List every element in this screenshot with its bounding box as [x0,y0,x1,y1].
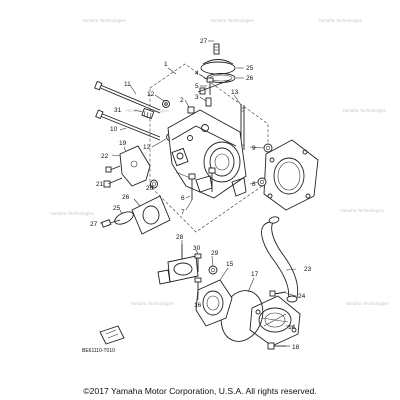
watermark-text: Yamaha Technologies [342,108,387,113]
callout-21: 21 [96,181,104,188]
callout-19: 19 [119,140,127,147]
callout-20: 20 [146,185,154,192]
callout-26b: 26 [122,194,130,201]
small-bolt-24 [269,290,287,297]
callout-18: 18 [292,344,300,351]
callout-12: 12 [147,91,155,98]
callout-5: 5 [195,83,199,90]
stamped-label-plate [99,325,125,345]
valve-components [187,77,231,114]
callout-6: 6 [181,195,185,202]
copyright-notice: ©2017 Yamaha Motor Corporation, U.S.A. A… [83,386,317,396]
callout-26: 26 [246,75,254,82]
callout-28: 28 [176,234,184,241]
callout-29: 29 [211,250,219,257]
coolant-hose [261,216,299,303]
watermark-text: Yamaha Technologies [210,18,255,23]
callout-27b: 27 [90,221,98,228]
callout-11: 11 [124,81,131,88]
callout-17: 17 [251,271,259,278]
callout-14: 14 [288,324,296,331]
watermark-text: Yamaha Technologies [345,301,390,306]
callout-30: 30 [193,245,201,252]
callout-31: 31 [114,107,122,114]
callout-25: 25 [246,65,254,72]
callout-10: 10 [110,126,118,133]
watermark-text: Yamaha Technologies [82,18,127,23]
thermostat-plate [195,279,233,327]
callout-22: 22 [101,153,109,160]
callout-13: 13 [231,89,239,96]
callout-labels: 1 2 3 4 5 6 7 8 9 10 11 12 12 13 14 15 1… [90,38,312,351]
watermark-text: Yamaha Technologies [50,211,95,216]
callout-7: 7 [181,209,185,216]
diagram-code: BE61110-T010 [82,348,115,354]
callout-9: 9 [252,145,256,152]
cylinder-gasket [257,139,319,211]
leader-lines [100,40,297,347]
lower-fittings [157,244,218,294]
watermark-text: Yamaha Technologies [318,18,363,23]
callout-4: 4 [195,70,199,77]
callout-23: 23 [304,266,312,273]
callout-25b: 25 [113,205,121,212]
callout-24: 24 [298,293,306,300]
callout-2: 2 [180,97,184,104]
bracket-assembly [103,145,158,189]
callout-1: 1 [164,61,168,68]
callout-3: 3 [195,94,199,101]
callout-12b: 12 [143,144,151,151]
callout-8: 8 [252,181,256,188]
head-bolts-lower [188,167,216,200]
watermark-text: Yamaha Technologies [130,301,175,306]
callout-15: 15 [226,261,234,268]
callout-27: 27 [200,38,208,45]
cylinder-head [167,109,247,199]
callout-16: 16 [194,302,202,309]
cap-assembly [200,43,236,83]
watermark-text: Yamaha Technologies [340,208,385,213]
side-cover [249,295,301,347]
intake-joint [100,195,171,235]
long-bolts [94,80,161,141]
